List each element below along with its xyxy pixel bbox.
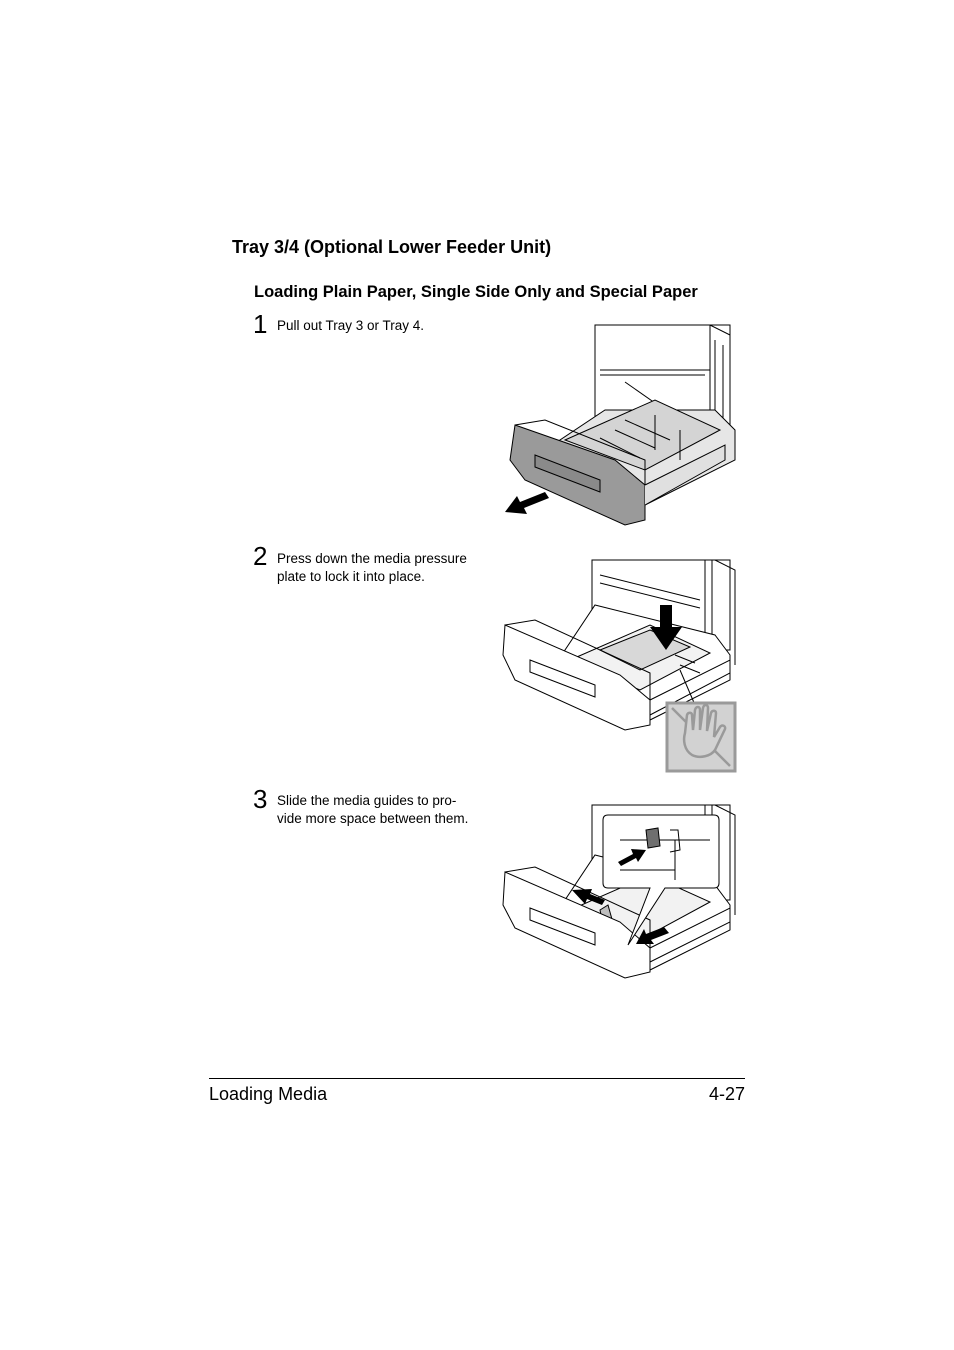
media-guides-illustration xyxy=(502,804,736,979)
step-2-line-1: Press down the media pressure xyxy=(277,551,467,566)
subsection-title: Loading Plain Paper, Single Side Only an… xyxy=(254,283,698,301)
pressure-plate-illustration xyxy=(502,559,737,773)
tray-pull-out-illustration xyxy=(505,324,736,526)
step-2-text: Press down the media pressure plate to l… xyxy=(277,550,467,586)
section-title: Tray 3/4 (Optional Lower Feeder Unit) xyxy=(232,237,552,257)
step-1-line-1: Pull out Tray 3 or Tray 4. xyxy=(277,318,425,333)
step-1-number: 1 xyxy=(253,309,268,339)
step-1-text: Pull out Tray 3 or Tray 4. xyxy=(277,317,424,335)
step-3-text: Slide the media guides to pro- vide more… xyxy=(277,792,468,828)
footer-chapter-title: Loading Media xyxy=(209,1084,328,1104)
step-3-line-1: Slide the media guides to pro- xyxy=(277,793,457,808)
footer-rule xyxy=(209,1078,745,1079)
step-3-line-2: vide more space between them. xyxy=(277,811,469,826)
step-3-number: 3 xyxy=(253,784,268,814)
step-2-number: 2 xyxy=(253,541,268,571)
step-2-line-2: plate to lock it into place. xyxy=(277,569,425,584)
footer-page-number: 4-27 xyxy=(708,1084,745,1104)
